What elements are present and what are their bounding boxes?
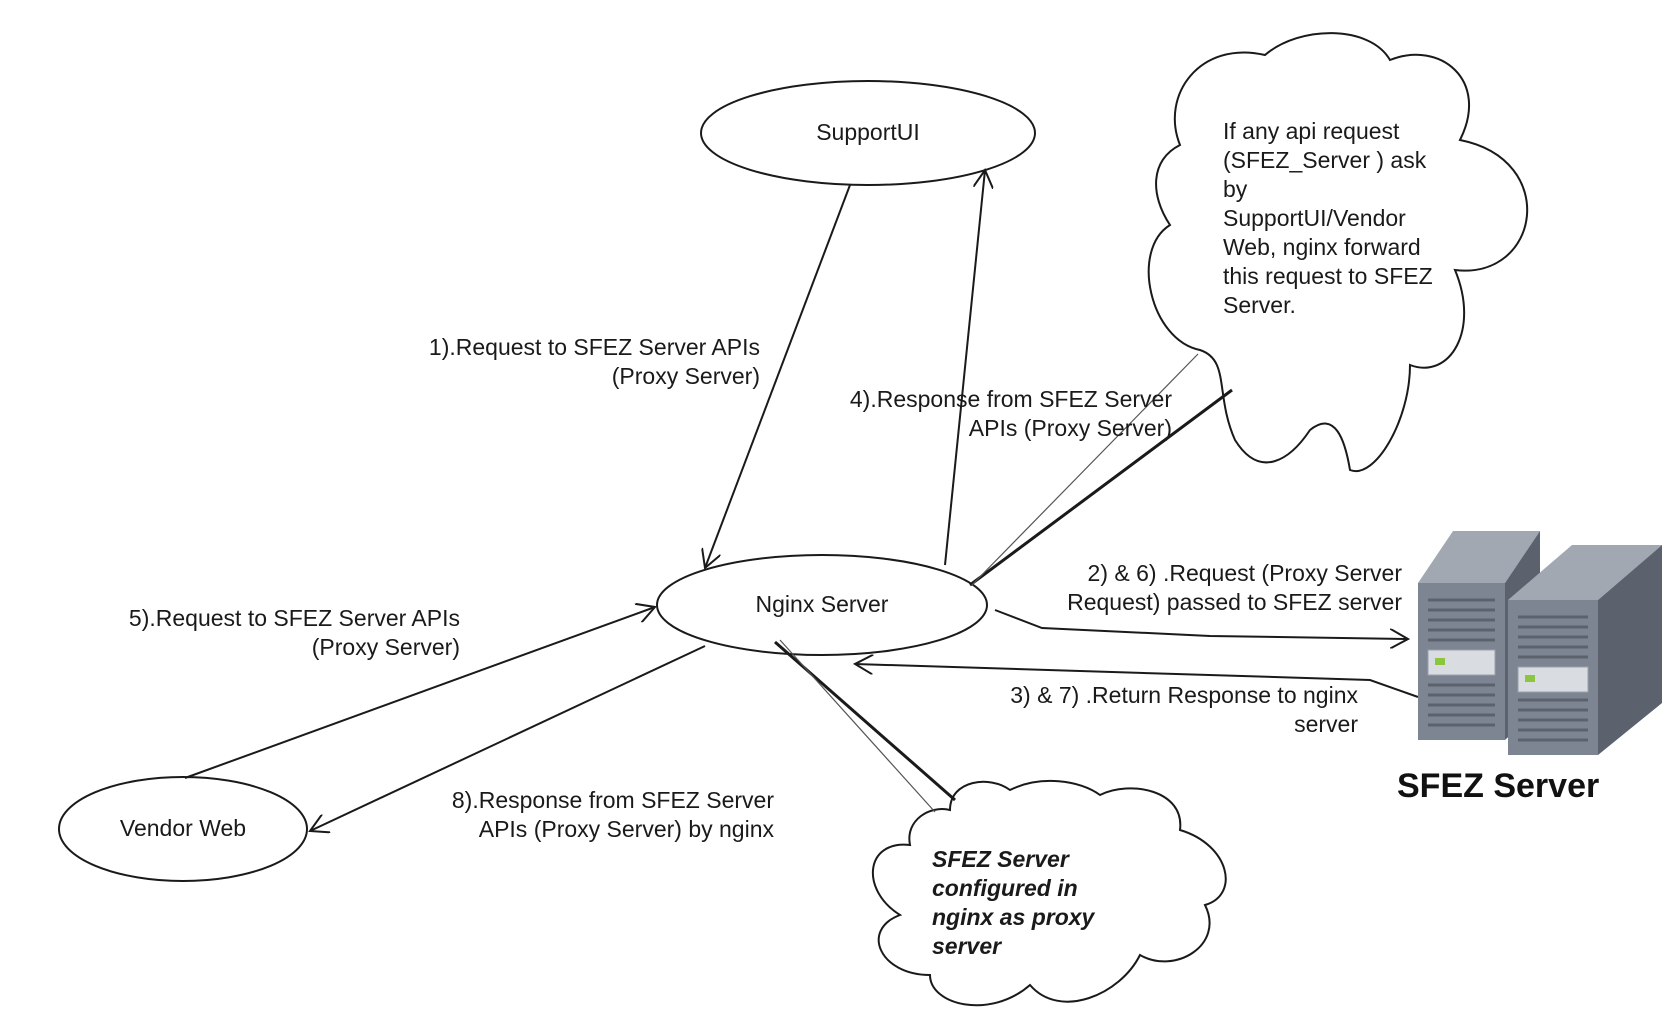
edge-3-7-label: 3) & 7) .Return Response to nginx server: [1010, 682, 1358, 737]
support-ui-label: SupportUI: [816, 119, 920, 145]
support-ui-node: [700, 80, 1036, 186]
edge-8-line: [310, 645, 706, 831]
server-icon: [1418, 531, 1662, 755]
top-note-connector-thin: [971, 353, 1199, 586]
edge-1-line: [705, 184, 851, 568]
edge-5-label: 5).Request to SFEZ Server APIs (Proxy Se…: [128, 605, 460, 660]
edge-2-6-line: [994, 609, 1408, 639]
bottom-note-text: SFEZ Server configured in nginx as proxy…: [932, 846, 1095, 959]
edge-8-label: 8).Response from SFEZ Server APIs (Proxy…: [451, 787, 774, 842]
edge-4-label: 4).Response from SFEZ Server APIs (Proxy…: [849, 386, 1172, 441]
bottom-note-connector-thin: [779, 639, 936, 813]
vendor-web-label: Vendor Web: [119, 815, 247, 841]
top-note-connector: [969, 388, 1233, 587]
edge-4-line: [944, 170, 985, 566]
edge-5-line: [184, 607, 655, 779]
top-note-text: If any api request (SFEZ_Server ) ask by…: [1223, 118, 1433, 318]
bottom-note-cloud: [872, 779, 1227, 1007]
nginx-label: Nginx Server: [755, 591, 889, 617]
edge-3-7-line: [855, 664, 1419, 698]
top-note-cloud: [1147, 32, 1529, 473]
edge-1-label: 1).Request to SFEZ Server APIs (Proxy Se…: [428, 334, 760, 389]
sfez-server-title: SFEZ Server: [1397, 767, 1600, 805]
edge-2-6-label: 2) & 6) .Request (Proxy Server Request) …: [1067, 560, 1402, 615]
nginx-node: [656, 554, 988, 656]
vendor-web-node: [58, 776, 308, 882]
